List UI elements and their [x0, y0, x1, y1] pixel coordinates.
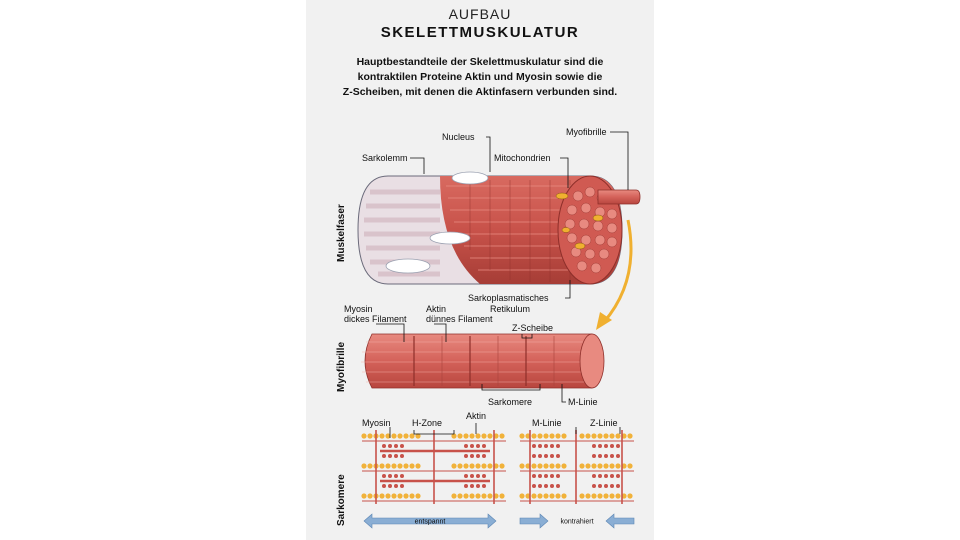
- label-nucleus: Nucleus: [442, 132, 475, 142]
- label-dickes-filament: dickes Filament: [344, 314, 407, 324]
- arrow-entspannt: [363, 513, 497, 529]
- intro-line-1: Hauptbestandteile der Skelettmuskulatur …: [356, 56, 604, 68]
- myofibril-leader-lines: [376, 323, 566, 403]
- myofibril-illustration: [361, 333, 605, 389]
- label-h-zone: H-Zone: [412, 418, 442, 428]
- label-sarkomere-aktin: Aktin: [466, 411, 486, 421]
- label-sarkomere-myosin: Myosin: [362, 418, 391, 428]
- muscle-fiber-illustration: [357, 171, 641, 330]
- label-sarkomere-m-linie: M-Linie: [532, 418, 562, 428]
- section-label-muskelfaser: Muskelfaser: [336, 204, 347, 262]
- intro-line-2: kontraktilen Proteine Aktin und Myosin s…: [357, 71, 603, 83]
- sarcomere-contracted: [519, 430, 634, 504]
- label-sarkomere: Sarkomere: [488, 397, 532, 407]
- arrow-kontrahiert: [519, 513, 635, 529]
- sarcomere-relaxed: [361, 430, 506, 504]
- label-retikulum-1: Sarkoplasmatisches: [468, 293, 549, 303]
- intro-text: Hauptbestandteile der Skelettmuskulatur …: [330, 55, 630, 100]
- label-z-linie: Z-Linie: [590, 418, 618, 428]
- subtitle: AUFBAU: [448, 6, 512, 22]
- label-kontrahiert: kontrahiert: [560, 519, 593, 526]
- label-entspannt: entspannt: [415, 519, 446, 526]
- intro-line-3: Z-Scheiben, mit denen die Aktinfasern ve…: [342, 86, 618, 98]
- section-label-myofibrille: Myofibrille: [336, 342, 347, 392]
- label-myofibrille: Myofibrille: [566, 127, 607, 137]
- label-mitochondrien: Mitochondrien: [494, 153, 551, 163]
- label-myosin: Myosin: [344, 304, 373, 314]
- label-sarkolemm: Sarkolemm: [362, 153, 408, 163]
- sarcomere-leader-lines: [389, 423, 621, 438]
- section-label-sarkomere: Sarkomere: [336, 474, 347, 526]
- title: SKELETTMUSKULATUR: [380, 24, 580, 41]
- label-retikulum-2: Retikulum: [490, 304, 530, 314]
- label-z-scheibe: Z-Scheibe: [512, 323, 553, 333]
- fiber-leader-lines: [410, 131, 629, 299]
- label-duennes-filament: dünnes Filament: [426, 314, 493, 324]
- label-aktin: Aktin: [426, 304, 446, 314]
- label-m-linie: M-Linie: [568, 397, 598, 407]
